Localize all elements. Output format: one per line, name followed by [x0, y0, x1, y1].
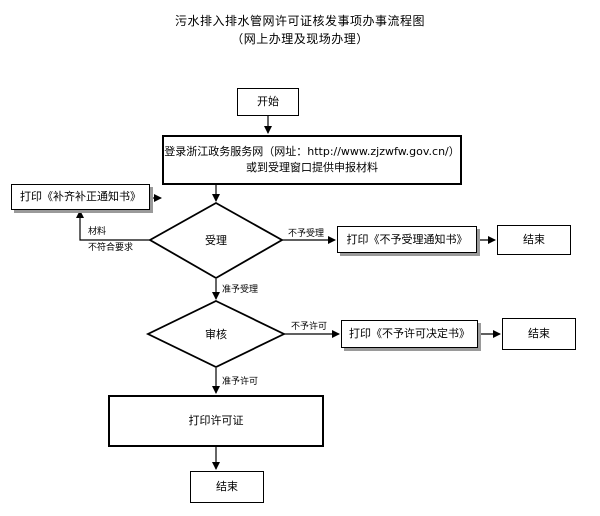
- edge-label-permitted: 准予许可: [222, 377, 259, 387]
- accept-diamond-label: 受理: [205, 234, 227, 247]
- supplement-notice-label: 打印《补齐补正通知书》: [20, 190, 141, 203]
- edge-label-not-accepted: 不予受理: [288, 229, 325, 239]
- arrow-accept-to-supplement: [76, 210, 150, 241]
- reject-permit-node: 打印《不予许可决定书》: [341, 320, 478, 348]
- review-diamond-label: 审核: [205, 327, 227, 341]
- supplement-notice-node: 打印《补齐补正通知书》: [11, 184, 150, 210]
- end-node-3: 结束: [190, 471, 264, 503]
- end-node-2-label: 结束: [528, 327, 550, 340]
- login-node-line1: 登录浙江政务服务网（网址：http://www.zjzwfw.gov.cn/）: [164, 145, 460, 158]
- edge-label-materials: 材料: [88, 227, 107, 237]
- reject-acceptance-node: 打印《不予受理通知书》: [337, 226, 477, 253]
- review-diamond: [145, 299, 287, 369]
- print-permit-label: 打印许可证: [188, 414, 244, 427]
- print-permit-node: 打印许可证: [108, 395, 324, 447]
- end-node-1: 结束: [497, 225, 571, 255]
- reject-acceptance-label: 打印《不予受理通知书》: [346, 232, 468, 246]
- edge-label-not-compliant: 不符合要求: [88, 243, 134, 253]
- start-node-label: 开始: [257, 95, 279, 108]
- end-node-2: 结束: [502, 318, 576, 350]
- end-node-3-label: 结束: [216, 480, 238, 493]
- login-node: 登录浙江政务服务网（网址：http://www.zjzwfw.gov.cn/） …: [162, 135, 462, 185]
- start-node: 开始: [237, 88, 299, 116]
- login-node-line2: 或到受理窗口提供申报材料: [246, 161, 378, 174]
- edge-label-not-permitted: 不予许可: [291, 322, 328, 332]
- end-node-1-label: 结束: [523, 233, 545, 246]
- diagram-subtitle: （网上办理及现场办理）: [231, 32, 369, 46]
- edge-label-accepted: 准予受理: [222, 285, 259, 295]
- reject-permit-label: 打印《不予许可决定书》: [349, 327, 470, 340]
- diagram-title: 污水排入排水管网许可证核发事项办事流程图: [174, 14, 425, 28]
- accept-diamond: [148, 201, 284, 280]
